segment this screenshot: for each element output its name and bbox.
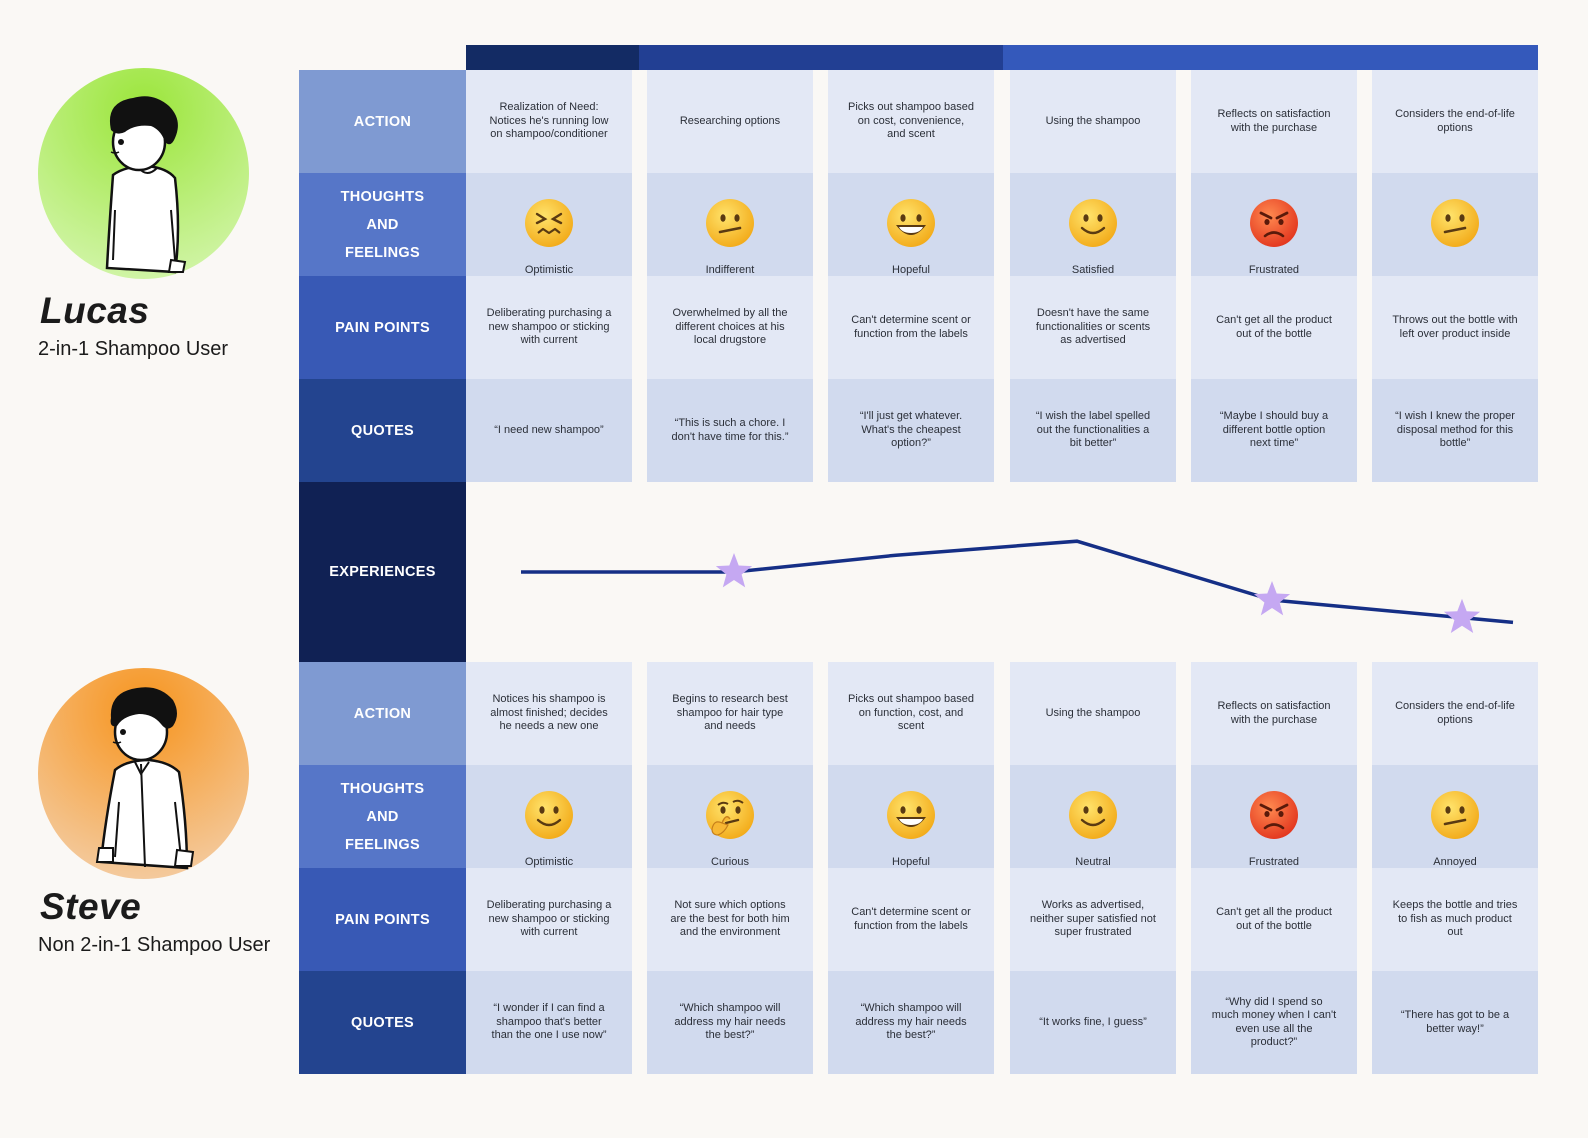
steve-action-cell: Picks out shampoo based on function, cos…	[828, 662, 994, 765]
persona-name-steve: Steve	[40, 886, 142, 927]
phase-bar-3	[1003, 45, 1538, 70]
feeling-label: Frustrated	[1248, 263, 1300, 276]
lucas-feeling-cell: Optimistic	[466, 173, 632, 276]
feeling-label: Hopeful	[892, 855, 930, 868]
lucas-action-cell: Considers the end-of-life options	[1372, 70, 1538, 173]
steve-feeling-cell: Frustrated	[1191, 765, 1357, 868]
lucas-feeling-cell	[1372, 173, 1538, 276]
row-label-quotes-steve: QUOTES	[299, 971, 466, 1074]
feeling-label: Optimistic	[524, 855, 574, 868]
row-label-action-lucas: ACTION	[299, 70, 466, 173]
steve-action-cell: Reflects on satisfaction with the purcha…	[1191, 662, 1357, 765]
steve-feeling-cell: Optimistic	[466, 765, 632, 868]
feeling-label: Frustrated	[1248, 855, 1300, 868]
steve-feeling-cell: Curious	[647, 765, 813, 868]
lucas-figure-icon	[105, 96, 187, 274]
lucas-quote-cell: “This is such a chore. I don't have time…	[647, 379, 813, 482]
feeling-label: Annoyed	[1433, 855, 1477, 868]
neutral-face-icon	[1429, 789, 1481, 846]
row-label-experiences: EXPERIENCES	[299, 482, 466, 662]
steve-action-cell: Notices his shampoo is almost finished; …	[466, 662, 632, 765]
steve-figure-icon	[95, 687, 195, 870]
lucas-action-cell: Realization of Need: Notices he's runnin…	[466, 70, 632, 173]
grinning-face-icon	[885, 789, 937, 846]
steve-pain-point-cell: Keeps the bottle and tries to fish as mu…	[1372, 868, 1538, 971]
persona-role-steve: Non 2-in-1 Shampoo User	[38, 934, 271, 956]
angry-face-icon	[1248, 197, 1300, 254]
neutral-face-icon	[704, 197, 756, 254]
feeling-label: Hopeful	[892, 263, 930, 276]
lucas-action-cell: Reflects on satisfaction with the purcha…	[1191, 70, 1357, 173]
steve-pain-point-cell: Can't get all the product out of the bot…	[1191, 868, 1357, 971]
steve-pain-point-cell: Works as advertised, neither super satis…	[1010, 868, 1176, 971]
lucas-quote-cell: “I wish I knew the proper disposal metho…	[1372, 379, 1538, 482]
neutral-face-icon	[1429, 197, 1481, 254]
grinning-face-icon	[885, 197, 937, 254]
lucas-quote-cell: “I'll just get whatever. What's the chea…	[828, 379, 994, 482]
lucas-pain-point-cell: Doesn't have the same functionalities or…	[1010, 276, 1176, 379]
phase-bar-1	[466, 45, 639, 70]
experience-star-icon	[1253, 581, 1291, 616]
lucas-feeling-cell: Satisfied	[1010, 173, 1176, 276]
steve-feeling-cell: Hopeful	[828, 765, 994, 868]
experience-star-icon	[1443, 598, 1481, 633]
lucas-action-cell: Using the shampoo	[1010, 70, 1176, 173]
lucas-quote-cell: “Maybe I should buy a different bottle o…	[1191, 379, 1357, 482]
smiling-face-icon	[1067, 197, 1119, 254]
lucas-feeling-cell: Indifferent	[647, 173, 813, 276]
row-label-quotes-lucas: QUOTES	[299, 379, 466, 482]
lucas-action-cell: Researching options	[647, 70, 813, 173]
steve-quote-cell: “Which shampoo will address my hair need…	[828, 971, 994, 1074]
steve-pain-point-cell: Can't determine scent or function from t…	[828, 868, 994, 971]
lucas-pain-point-cell: Deliberating purchasing a new shampoo or…	[466, 276, 632, 379]
lucas-quote-cell: “I wish the label spelled out the functi…	[1010, 379, 1176, 482]
lucas-pain-point-cell: Can't get all the product out of the bot…	[1191, 276, 1357, 379]
confounded-face-icon	[523, 197, 575, 254]
steve-quote-cell: “Why did I spend so much money when I ca…	[1191, 971, 1357, 1074]
steve-quote-cell: “I wonder if I can find a shampoo that's…	[466, 971, 632, 1074]
row-label-pain-lucas: PAIN POINTS	[299, 276, 466, 379]
angry-face-icon	[1248, 789, 1300, 846]
lucas-pain-point-cell: Can't determine scent or function from t…	[828, 276, 994, 379]
lucas-feeling-cell: Hopeful	[828, 173, 994, 276]
phase-bar-2	[639, 45, 1003, 70]
steve-quote-cell: “There has got to be a better way!”	[1372, 971, 1538, 1074]
feeling-label: Satisfied	[1071, 263, 1115, 276]
steve-action-cell: Using the shampoo	[1010, 662, 1176, 765]
feeling-label: Neutral	[1075, 855, 1111, 868]
experience-line	[521, 539, 1514, 625]
row-label-action-steve: ACTION	[299, 662, 466, 765]
lucas-pain-point-cell: Throws out the bottle with left over pro…	[1372, 276, 1538, 379]
steve-action-cell: Considers the end-of-life options	[1372, 662, 1538, 765]
steve-action-cell: Begins to research best shampoo for hair…	[647, 662, 813, 765]
steve-feeling-cell: Neutral	[1010, 765, 1176, 868]
feeling-label: Indifferent	[705, 263, 755, 276]
lucas-pain-point-cell: Overwhelmed by all the different choices…	[647, 276, 813, 379]
lucas-quote-cell: “I need new shampoo”	[466, 379, 632, 482]
steve-quote-cell: “Which shampoo will address my hair need…	[647, 971, 813, 1074]
smiling-face-icon	[1067, 789, 1119, 846]
steve-quote-cell: “It works fine, I guess”	[1010, 971, 1176, 1074]
lucas-feeling-cell: Frustrated	[1191, 173, 1357, 276]
steve-pain-point-cell: Deliberating purchasing a new shampoo or…	[466, 868, 632, 971]
experience-chart	[521, 539, 1514, 633]
thinking-face-icon	[704, 789, 756, 846]
feeling-label: Curious	[711, 855, 749, 868]
steve-pain-point-cell: Not sure which options are the best for …	[647, 868, 813, 971]
row-label-pain-steve: PAIN POINTS	[299, 868, 466, 971]
persona-name-lucas: Lucas	[40, 290, 150, 331]
experience-star-icon	[715, 553, 753, 588]
feeling-label: Optimistic	[524, 263, 574, 276]
steve-feeling-cell: Annoyed	[1372, 765, 1538, 868]
lucas-action-cell: Picks out shampoo based on cost, conveni…	[828, 70, 994, 173]
persona-role-lucas: 2-in-1 Shampoo User	[38, 338, 229, 360]
smiling-face-icon	[523, 789, 575, 846]
